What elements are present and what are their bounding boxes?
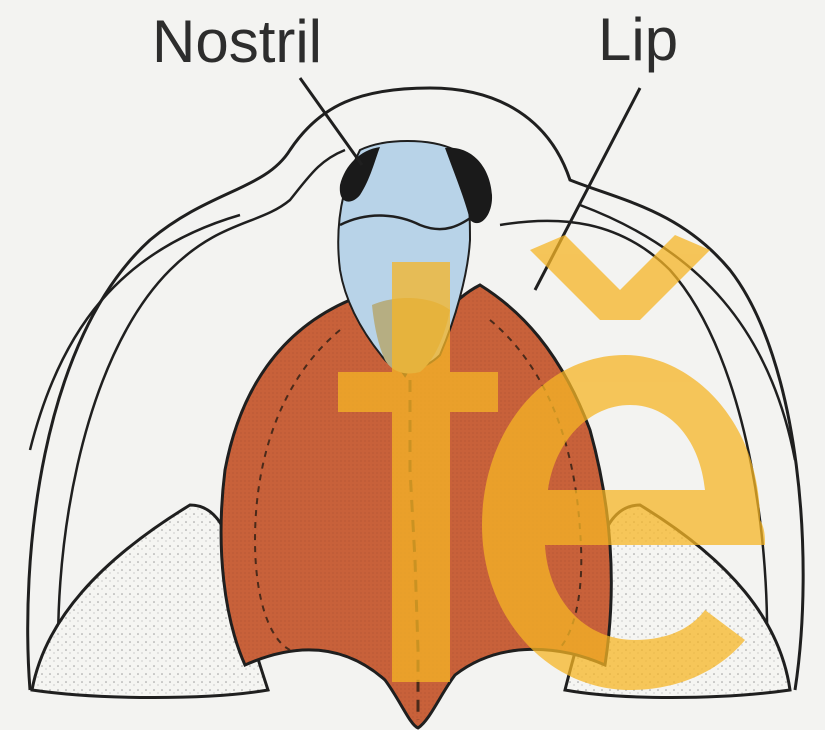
nostril-label: Nostril — [152, 12, 322, 72]
lip-label: Lip — [598, 10, 678, 70]
nostril-leader-line — [300, 78, 362, 165]
lip-inner-left-2 — [30, 215, 240, 450]
